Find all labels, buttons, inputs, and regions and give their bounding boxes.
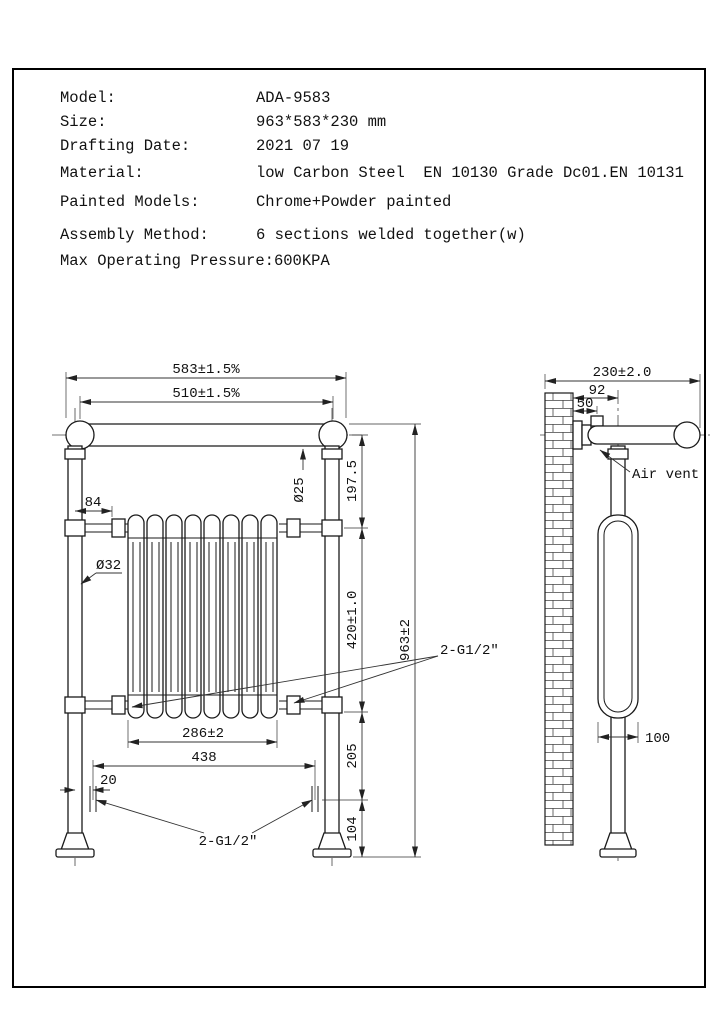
dim-column-depth: 100	[645, 731, 670, 747]
label-radiator-unions: 2-G1/2"	[440, 643, 499, 659]
right-pipe-upper-collar	[321, 519, 343, 537]
spec-label: Material:	[60, 164, 144, 182]
spec-value: ADA-9583	[256, 89, 331, 107]
dim-bracket-centers-width: 510±1.5%	[172, 386, 240, 402]
label-floor-tails: 2-G1/2"	[199, 834, 258, 850]
spec-value: 600KPA	[273, 252, 330, 270]
label-air-vent: Air vent	[632, 467, 699, 483]
dim-tails-span: 438	[191, 750, 216, 766]
spec-row-material: Material: low Carbon Steel EN 10130 Grade…	[60, 161, 684, 185]
spec-row-size: Size: 963*583*230 mm	[60, 110, 684, 134]
air-vent-cap	[590, 415, 604, 427]
spec-value: Chrome+Powder painted	[256, 193, 452, 211]
spec-label: Drafting Date:	[60, 137, 191, 155]
union-nut-top-right	[286, 518, 301, 538]
radiator-column-profile	[597, 514, 639, 719]
right-foot	[312, 832, 352, 858]
left-pipe-lower-collar	[64, 696, 86, 714]
dim-overall-width: 583±1.5%	[172, 362, 240, 378]
spec-row-max-pressure: Max Operating Pressure:600KPA	[60, 249, 684, 273]
towel-bar	[65, 423, 347, 447]
dim-depth-overall: 230±2.0	[593, 365, 652, 381]
dim-radiator-height: 420±1.0	[345, 591, 361, 650]
spec-value: 2021 07 19	[256, 137, 350, 155]
dim-pipe-diameter: Ø32	[96, 558, 121, 574]
spec-label: Model:	[60, 89, 116, 107]
spec-value: 963*583*230 mm	[256, 113, 387, 131]
front-view-dimensions: 583±1.5% 510±1.5% 197.5 420±1.0 9	[60, 362, 499, 858]
spec-label: Max Operating Pressure:	[60, 252, 274, 270]
side-view: 230±2.0 92 50 Air vent 100	[540, 365, 710, 864]
wall-bracket-plate	[572, 420, 583, 450]
towel-bar-left-knob	[65, 420, 95, 450]
sheet-border	[12, 68, 706, 988]
radiator-column-profile-inner	[603, 520, 633, 713]
left-pipe-upper-collar	[64, 519, 86, 537]
radiator-columns	[127, 514, 278, 719]
left-foot	[55, 832, 95, 858]
dim-overall-height: 963±2	[398, 619, 414, 661]
towel-bar-right-knob	[318, 420, 348, 450]
right-pipe-lower-collar	[321, 696, 343, 714]
spec-row-assembly-method: Assembly Method: 6 sections welded togeth…	[60, 223, 684, 247]
dim-pipe-to-wall: 92	[589, 383, 606, 399]
spec-label: Assembly Method:	[60, 226, 209, 244]
side-pipe-top-fitting	[607, 448, 629, 460]
dim-bottom-gap: 205	[345, 743, 361, 768]
spec-value: 6 sections welded together(w)	[256, 226, 526, 244]
front-view: 583±1.5% 510±1.5% 197.5 420±1.0 9	[52, 362, 499, 866]
floor-connection-tails	[89, 786, 319, 812]
left-pipe-top-fitting	[64, 448, 86, 460]
spec-label: Size:	[60, 113, 107, 131]
dim-tail-offset: 20	[100, 773, 117, 789]
union-nut-bottom-right	[286, 695, 301, 715]
spec-row-model: Model: ADA-9583	[60, 86, 684, 110]
spec-table: Model: ADA-9583 Size: 963*583*230 mm Draft…	[60, 86, 684, 273]
spec-row-drafting-date: Drafting Date: 2021 07 19	[60, 134, 684, 158]
spec-value: low Carbon Steel EN 10130 Grade Dc01.EN …	[256, 164, 684, 182]
dim-union-offset: 84	[85, 495, 102, 511]
side-view-dimensions: 230±2.0 92 50 Air vent 100	[544, 365, 701, 747]
right-pipe-top-fitting	[321, 448, 343, 460]
dim-top-drop: 197.5	[345, 460, 361, 502]
wall-section	[544, 392, 574, 846]
side-foot	[599, 832, 637, 858]
spec-row-painted-models: Painted Models: Chrome+Powder painted	[60, 190, 684, 214]
right-leg-pipe	[324, 445, 340, 837]
spec-label: Painted Models:	[60, 193, 200, 211]
left-leg-pipe	[67, 445, 83, 837]
dim-vent-to-wall: 50	[577, 396, 594, 412]
union-nut-bottom-left	[111, 695, 126, 715]
radiator-column-flutes	[132, 542, 274, 692]
dim-bar-diameter: Ø25	[292, 477, 308, 502]
union-nut-top-left	[111, 518, 126, 538]
side-towel-bar-knob	[673, 421, 701, 449]
dim-radiator-width: 286±2	[182, 726, 224, 742]
dim-floor-gap: 104	[345, 816, 361, 841]
